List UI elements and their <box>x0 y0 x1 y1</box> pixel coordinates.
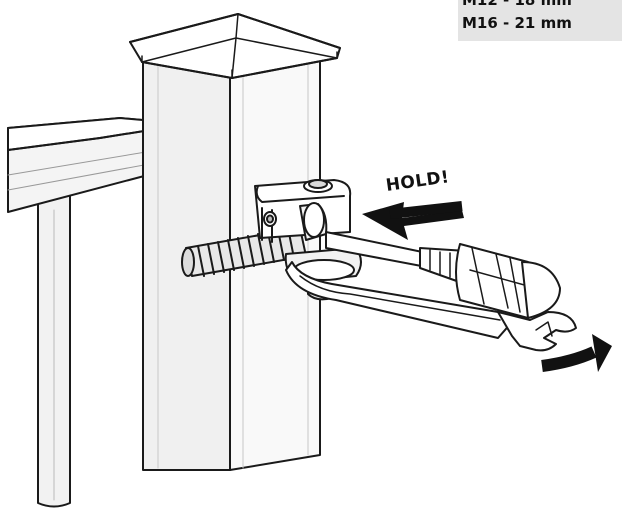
hinge-bracket <box>254 179 362 301</box>
size-line-m16: M16 - 21 mm <box>462 14 572 32</box>
post-cap <box>129 13 341 79</box>
rotation-arrow-icon <box>541 334 612 372</box>
open-end-wrench <box>285 261 577 352</box>
hold-arrow-icon <box>362 201 464 240</box>
screwdriver <box>325 231 561 319</box>
baluster <box>37 191 71 508</box>
size-line-m12: M12 - 18 mm <box>462 0 572 9</box>
wrench-size-legend: M12 - 18 mm M16 - 21 mm <box>458 0 622 41</box>
